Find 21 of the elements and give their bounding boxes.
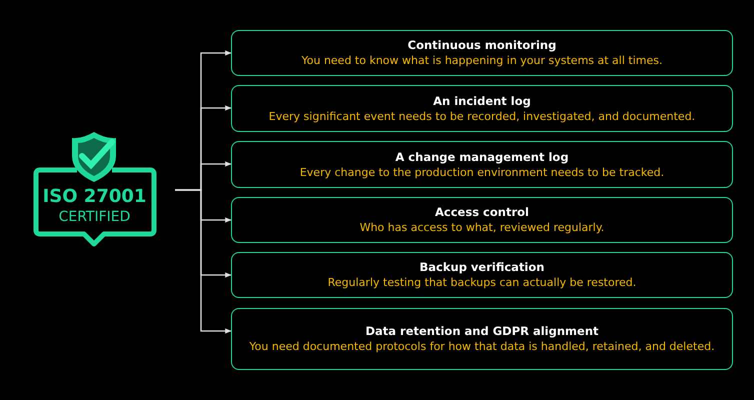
card-heading: Backup verification (420, 260, 544, 275)
badge-title: ISO 27001 (42, 186, 147, 208)
card-heading: A change management log (395, 150, 569, 164)
badge-subtitle: CERTIFIED (58, 209, 132, 226)
card-heading: Continuous monitoring (408, 38, 556, 53)
item-card (231, 252, 733, 298)
card-description: You need to know what is happening in your systems at all times. (301, 53, 662, 68)
item-card (231, 308, 733, 370)
card-description: Who has access to what, reviewed regularly. (360, 220, 604, 235)
card-heading: An incident log (433, 94, 531, 108)
item-card (231, 85, 733, 132)
card-description: Every change to the production environment needs to be tracked. (300, 164, 664, 180)
card-description: Every significant event needs to be recorded, investigated, and documented. (268, 108, 696, 124)
card-description: Regularly testing that backups can actually be restored. (328, 275, 636, 290)
item-card (231, 197, 733, 243)
item-card (231, 141, 733, 188)
item-card (231, 30, 733, 76)
connector-arrow (175, 189, 232, 334)
card-heading: Data retention and GDPR alignment (365, 324, 599, 339)
card-heading: Access control (435, 205, 529, 220)
card-description: You need documented protocols for how that data is handled, retained, and deleted. (249, 339, 715, 354)
